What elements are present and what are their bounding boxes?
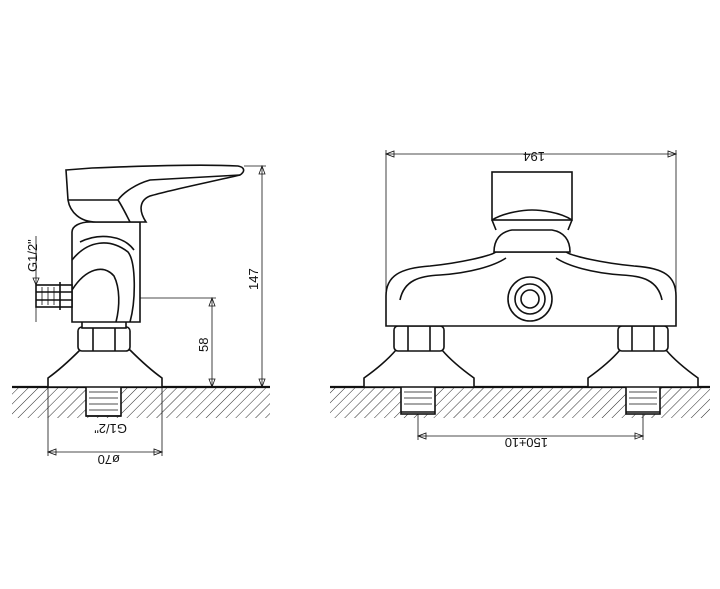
left-nut — [393, 325, 445, 352]
floor-hatch-left — [12, 388, 270, 418]
right-nut — [617, 325, 669, 352]
label-flange-diameter: ø70 — [98, 452, 120, 467]
label-center-distance: 150±10 — [505, 435, 548, 450]
left-flange — [363, 349, 475, 388]
lever-handle — [65, 164, 245, 223]
right-flange — [587, 349, 699, 388]
label-height-outlet: 58 — [196, 338, 211, 352]
supply-pipe — [85, 385, 122, 417]
front-view: 194 150±10 — [330, 149, 710, 450]
cartridge — [493, 229, 571, 253]
left-supply-pipe — [400, 385, 436, 415]
label-height-total: 147 — [246, 268, 261, 290]
side-view: G1/2" 147 58 G1/2" ø70 — [12, 164, 270, 467]
flange — [47, 349, 163, 388]
label-width-total: 194 — [523, 149, 545, 164]
handle-front — [491, 171, 573, 221]
hex-nut — [77, 326, 131, 352]
label-side-thread: G1/2" — [25, 239, 40, 272]
right-supply-pipe — [625, 385, 661, 415]
label-bottom-thread: G1/2" — [94, 421, 127, 436]
